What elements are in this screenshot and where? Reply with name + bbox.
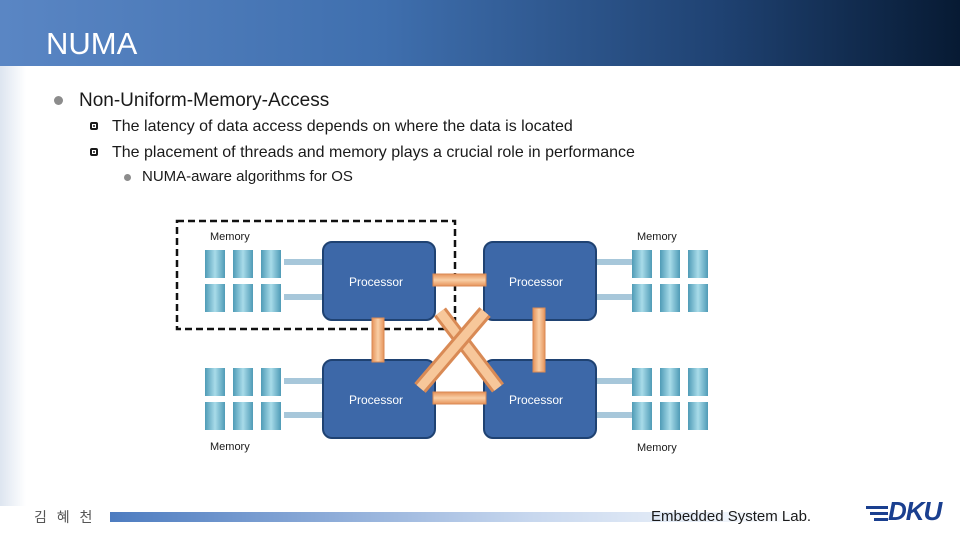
memory-bank-top-right [632, 250, 708, 312]
bullet-level2-1: The latency of data access depends on wh… [112, 118, 573, 135]
memory-label-top-left: Memory [210, 231, 250, 243]
lab-name: Embedded System Lab. [651, 508, 812, 525]
author-name: 김 혜 천 [34, 509, 96, 525]
bullet-dot-icon [124, 174, 131, 181]
title-bar [0, 0, 960, 66]
left-shade [0, 66, 26, 506]
bullet-level3: NUMA-aware algorithms for OS [142, 168, 353, 185]
memory-bank-bottom-right [632, 368, 708, 430]
memory-label-top-right: Memory [637, 231, 677, 243]
memory-bus-connectors [284, 259, 632, 418]
memory-label-bottom-left: Memory [210, 441, 250, 453]
logo-text: DKU [888, 496, 942, 526]
processor-label-top-left: Processor [349, 275, 403, 289]
footer-bar [110, 512, 810, 522]
bullet-level1: Non-Uniform-Memory-Access [79, 90, 330, 111]
memory-bank-top-left [205, 250, 281, 312]
processor-label-bottom-left: Processor [349, 393, 403, 407]
bullet-level2-2: The placement of threads and memory play… [112, 144, 635, 161]
memory-label-bottom-right: Memory [637, 442, 677, 454]
processor-label-bottom-right: Processor [509, 393, 563, 407]
bullet-square-icon [90, 122, 98, 130]
interconnects [371, 273, 546, 405]
processor-label-top-right: Processor [509, 275, 563, 289]
bullet-square-icon [90, 148, 98, 156]
slide-title: NUMA [46, 26, 138, 61]
memory-bank-bottom-left [205, 368, 281, 430]
bullet-dot-icon [54, 96, 63, 105]
